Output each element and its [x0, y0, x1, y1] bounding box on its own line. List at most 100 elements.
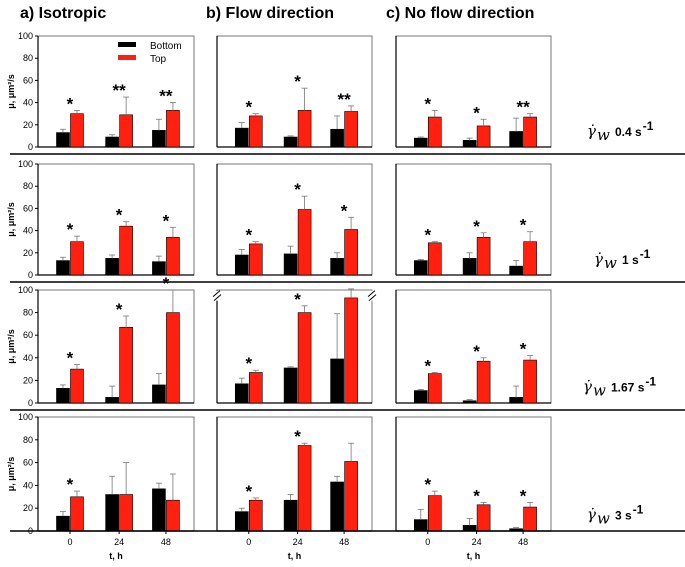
bar-top: [70, 368, 84, 404]
y-axis-label: μ, μm²/s: [6, 329, 16, 364]
significance-marker: *: [473, 342, 480, 361]
significance-marker: *: [245, 354, 252, 373]
bar-bottom: [152, 261, 166, 276]
y-tick-label: 80: [23, 308, 33, 318]
panel-flow-direction-row-1: ****: [216, 35, 373, 148]
column-title-isotropic: a) Isotropic: [20, 5, 106, 22]
significance-marker: *: [424, 226, 431, 245]
bar-bottom: [105, 136, 119, 148]
significance-marker: *: [67, 94, 74, 113]
significance-marker: *: [67, 475, 74, 494]
shear-rate-symbol: γ̇: [594, 250, 603, 268]
bar-bottom: [105, 397, 119, 404]
bar-bottom: [56, 260, 70, 276]
bar-top: [166, 312, 180, 404]
bar-bottom: [152, 488, 166, 532]
shear-rate-value: 3 s: [615, 509, 632, 523]
y-tick-label: 60: [23, 203, 33, 213]
significance-marker: *: [294, 180, 301, 199]
bar-top: [344, 229, 358, 276]
significance-marker: *: [424, 475, 431, 494]
y-tick-label: 80: [23, 53, 33, 63]
y-tick-label: 60: [23, 330, 33, 340]
shear-rate-exponent: -1: [643, 119, 654, 133]
y-tick-label: 20: [23, 503, 33, 513]
significance-marker: **: [159, 87, 173, 106]
shear-rate-exponent: -1: [633, 503, 644, 517]
panel-no-flow-direction-row-4: 0*24*48*t, h: [395, 416, 552, 561]
shear-rate-symbol: γ̇: [587, 122, 596, 140]
bar-bottom: [413, 390, 428, 404]
bar-bottom: [234, 383, 249, 404]
shear-rate-value: 1.67 s: [611, 381, 645, 395]
y-tick-label: 20: [23, 120, 33, 130]
x-axis-label: t, h: [467, 551, 481, 561]
x-tick-label: 0: [246, 537, 251, 547]
shear-rate-subscript: w: [593, 382, 606, 400]
x-tick-label: 48: [339, 537, 349, 547]
bar-bottom: [413, 137, 428, 148]
bar-top: [427, 495, 442, 532]
x-tick-label: 48: [161, 537, 171, 547]
bar-bottom: [330, 258, 344, 276]
bar-top: [70, 113, 84, 148]
bar-bottom: [234, 127, 249, 148]
significance-marker: **: [337, 90, 351, 109]
bar-bottom: [413, 260, 428, 276]
significance-marker: *: [520, 487, 527, 506]
bar-top: [476, 125, 491, 148]
bar-bottom: [509, 131, 523, 148]
x-axis-label: t, h: [288, 551, 302, 561]
bar-bottom: [462, 140, 477, 148]
bar-bottom: [234, 511, 249, 532]
bar-top: [523, 241, 537, 276]
y-tick-label: 60: [23, 75, 33, 85]
bar-bottom: [509, 265, 523, 276]
bar-bottom: [283, 499, 298, 532]
bar-top: [344, 461, 358, 532]
bar-bottom: [152, 384, 166, 404]
bar-bottom: [509, 397, 523, 404]
legend-swatch-bottom: [118, 42, 136, 47]
bar-bottom: [283, 136, 298, 148]
bar-top: [427, 116, 442, 148]
x-tick-label: 48: [518, 537, 528, 547]
y-axis-label: μ, μm²/s: [6, 74, 16, 109]
axis-break-mark: [213, 294, 222, 302]
bar-top: [297, 445, 312, 532]
bar-top: [166, 110, 180, 148]
x-tick-label: 0: [67, 537, 72, 547]
bar-bottom: [462, 400, 477, 404]
x-tick-label: 24: [472, 537, 482, 547]
significance-marker: *: [424, 356, 431, 375]
bar-bottom: [283, 253, 298, 276]
bar-bottom: [152, 130, 166, 148]
bar-top: [166, 236, 180, 276]
bar-bottom: [330, 128, 344, 148]
y-tick-label: 40: [23, 226, 33, 236]
bar-top: [476, 504, 491, 532]
y-axis-label: μ, μm²/s: [6, 457, 16, 492]
panel-no-flow-direction-row-2: ***: [395, 163, 552, 276]
shear-rate-subscript: w: [604, 254, 617, 272]
significance-marker: *: [245, 226, 252, 245]
significance-marker: *: [245, 98, 252, 117]
axis-break-gap: [213, 290, 221, 301]
y-tick-label: 100: [18, 412, 33, 422]
bar-top: [119, 494, 133, 532]
y-tick-label: 40: [23, 480, 33, 490]
significance-marker: *: [473, 487, 480, 506]
bar-top: [119, 326, 133, 404]
bar-bottom: [234, 254, 249, 276]
bar-top: [344, 111, 358, 148]
significance-marker: *: [294, 427, 301, 446]
bar-top: [523, 359, 537, 404]
significance-marker: *: [294, 290, 301, 309]
legend-swatch-top: [118, 55, 136, 60]
panel-flow-direction-row-4: 0*24*48t, h: [216, 416, 373, 561]
